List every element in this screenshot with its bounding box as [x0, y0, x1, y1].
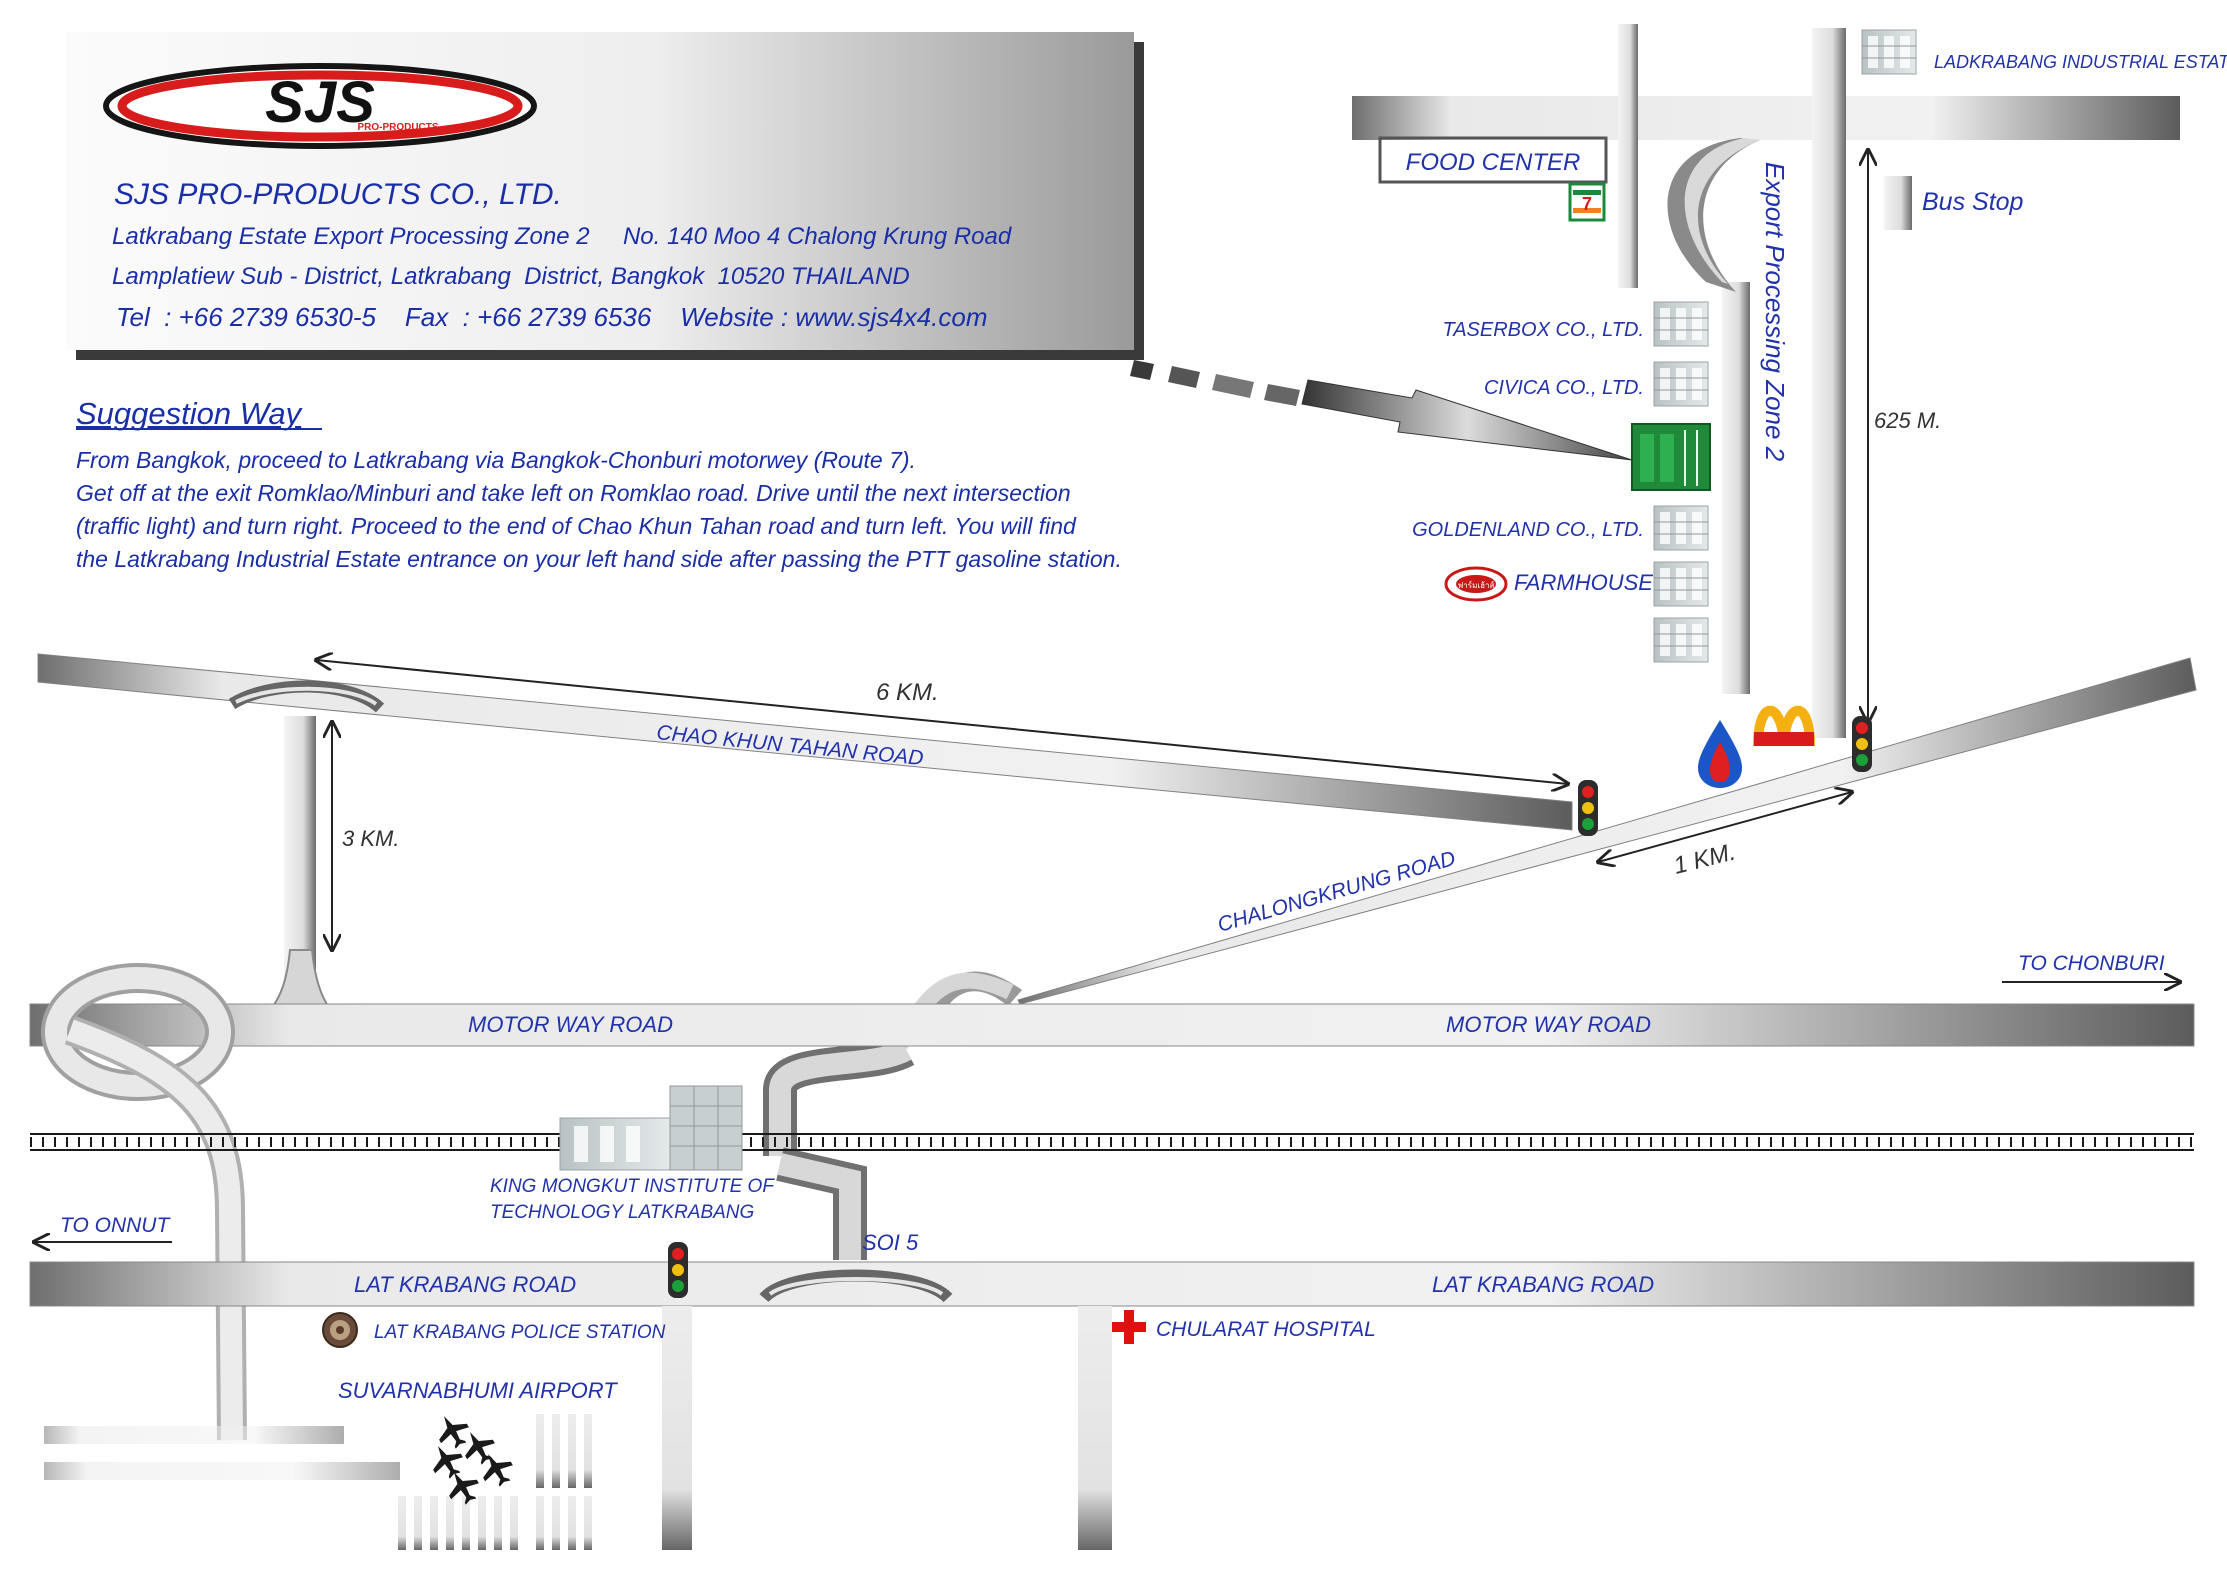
food-center-label: FOOD CENTER [1406, 149, 1581, 176]
building-icon [1653, 617, 1709, 663]
interchange-loop [41, 963, 247, 1441]
connector-road-3km [231, 716, 361, 1031]
building-icon [1653, 505, 1709, 551]
export-zone-label: Export Processing Zone 2 [1760, 162, 1790, 462]
distance-3km-label: 3 KM. [342, 826, 399, 851]
lat-krabang-label-right: LAT KRABANG ROAD [1432, 1272, 1654, 1297]
suggestion-line: the Latkrabang Industrial Estate entranc… [76, 546, 1122, 572]
airport-label: SUVARNABHUMI AIRPORT [338, 1378, 618, 1403]
soi5-label: SOI 5 [862, 1230, 919, 1255]
building-icon [1653, 301, 1709, 347]
farmhouse-label: FARMHOUSE [1514, 570, 1653, 595]
kmitl-label-line2: TECHNOLOGY LATKRABANG [490, 1202, 754, 1223]
distance-6km-label: 6 KM. [876, 679, 939, 706]
logo-subtext: PRO-PRODUCTS [357, 122, 438, 133]
distance-1km-label: 1 KM. [1671, 838, 1738, 879]
lat-krabang-road [29, 1261, 2195, 1550]
ladkrabang-estate-label: LADKRABANG INDUSTRIAL ESTATE [1934, 52, 2227, 72]
airplane-icon [424, 1438, 469, 1484]
ptt-drop-icon [1698, 720, 1742, 788]
traffic-light-icon [1852, 716, 1872, 772]
motorway-road [29, 1003, 2195, 1047]
company-address-line2: Lamplatiew Sub - District, Latkrabang Di… [112, 263, 910, 290]
svg-text:7: 7 [1582, 194, 1592, 214]
railway [30, 1133, 2194, 1151]
traffic-light-icon [1578, 780, 1598, 836]
farmhouse-badge-icon: ฟาร์มเฮ้าส์ [1444, 566, 1508, 602]
to-chonburi-label: TO CHONBURI [2018, 952, 2165, 975]
seven-eleven-icon: 7 [1568, 182, 1606, 222]
company-name: SJS PRO-PRODUCTS CO., LTD. [114, 178, 562, 211]
motorway-label-right: MOTOR WAY ROAD [1446, 1012, 1651, 1037]
airplane-icon [430, 1408, 475, 1454]
police-label: LAT KRABANG POLICE STATION [374, 1322, 666, 1343]
company-address-line1: Latkrabang Estate Export Processing Zone… [112, 223, 1012, 250]
motorway-label-left: MOTOR WAY ROAD [468, 1012, 673, 1037]
suggestion-line: From Bangkok, proceed to Latkrabang via … [76, 447, 916, 473]
sjs-logo: SJS PRO-PRODUCTS [103, 63, 537, 149]
hospital-label: CHULARAT HOSPITAL [1156, 1318, 1376, 1341]
hospital-cross-icon [1112, 1310, 1146, 1344]
building-icon [1653, 361, 1709, 407]
mcdonalds-icon [1753, 705, 1815, 747]
to-onnut-label: TO ONNUT [60, 1214, 171, 1237]
lat-krabang-label-left: LAT KRABANG ROAD [354, 1272, 576, 1297]
distance-625m-label: 625 M. [1874, 408, 1941, 433]
suggestion-line: (traffic light) and turn right. Proceed … [76, 513, 1077, 539]
suggestion-line: Get off at the exit Romklao/Minburi and … [76, 480, 1071, 506]
bus-stop-icon [1884, 176, 1912, 230]
svg-text:ฟาร์มเฮ้าส์: ฟาร์มเฮ้าส์ [1458, 580, 1495, 590]
police-badge-icon [322, 1312, 358, 1348]
industrial-estate-roads: FOOD CENTER [1352, 24, 2180, 738]
suggestion-heading: Suggestion Way [76, 396, 304, 431]
goldenland-label: GOLDENLAND CO., LTD. [1412, 519, 1644, 541]
building-icon [1861, 29, 1917, 75]
kmitl-buildings-icon [559, 1085, 743, 1171]
building-icon [1653, 561, 1709, 607]
sjs-factory-icon [1631, 423, 1711, 491]
distance-6km-arrow [316, 660, 1568, 784]
taserbox-label: TASERBOX CO., LTD. [1442, 319, 1644, 341]
suggestion-block: Suggestion Way From Bangkok, proceed to … [76, 396, 1122, 572]
company-card: SJS PRO-PRODUCTS SJS PRO-PRODUCTS CO., L… [66, 32, 1144, 360]
pointer-arrow [1130, 360, 1633, 461]
company-contact: Tel : +66 2739 6530-5 Fax : +66 2739 653… [116, 302, 988, 332]
logo-text: SJS [265, 70, 375, 135]
civica-label: CIVICA CO., LTD. [1484, 377, 1644, 399]
airport-runways [44, 1414, 592, 1550]
distance-1km-arrow [1598, 792, 1852, 862]
traffic-light-icon [668, 1242, 688, 1298]
kmitl-label-line1: KING MONGKUT INSTITUTE OF [490, 1176, 775, 1197]
bus-stop-label: Bus Stop [1922, 188, 2024, 216]
